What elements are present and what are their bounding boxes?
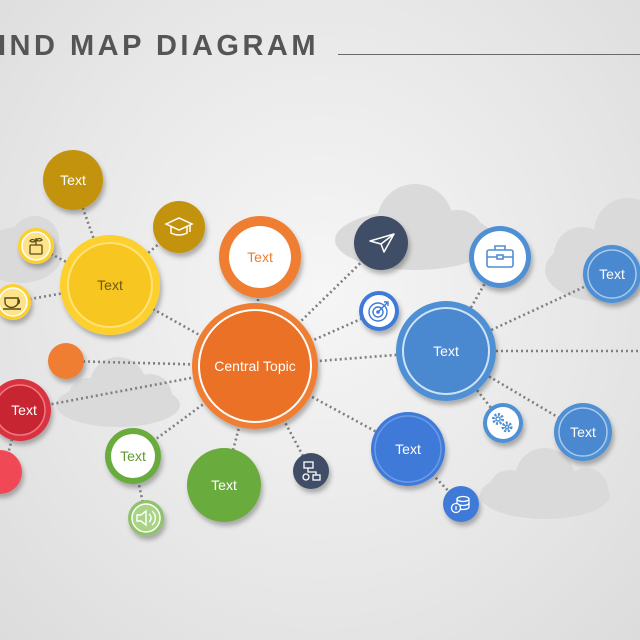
node-label: Text xyxy=(11,402,37,418)
node-label: Text xyxy=(395,441,421,457)
node-orange-ring[interactable]: Text xyxy=(219,216,301,298)
speaker-icon[interactable] xyxy=(128,500,164,536)
node-orange-dot[interactable] xyxy=(48,343,84,379)
cloud-mid-left xyxy=(56,357,180,427)
node-label: Text xyxy=(247,249,273,265)
node-green-ring[interactable]: Text xyxy=(105,428,161,484)
coffee-cup-icon[interactable] xyxy=(0,284,31,320)
node-red-left[interactable]: Text xyxy=(0,379,51,441)
node-gold-top[interactable]: Text xyxy=(43,150,103,210)
node-blue-solid[interactable]: Text xyxy=(371,412,445,486)
node-label: Text xyxy=(570,424,596,440)
node-label: Text xyxy=(211,477,237,493)
graduation-cap-icon[interactable] xyxy=(153,201,205,253)
central-topic[interactable]: Central Topic xyxy=(192,303,318,429)
node-green-solid[interactable]: Text xyxy=(187,448,261,522)
cloud-bottom-right xyxy=(480,448,610,519)
target-icon[interactable] xyxy=(359,291,399,331)
node-label: Text xyxy=(120,448,146,464)
node-label: Text xyxy=(60,172,86,188)
plant-pot-icon[interactable] xyxy=(18,228,54,264)
node-label: Text xyxy=(599,266,625,282)
paper-plane-icon[interactable] xyxy=(354,216,408,270)
central-topic-label: Central Topic xyxy=(214,358,295,374)
node-label: Text xyxy=(433,343,459,359)
node-blue-right-bottom[interactable]: Text xyxy=(554,403,612,461)
flowchart-icon[interactable] xyxy=(293,453,329,489)
node-yellow-big[interactable]: Text xyxy=(60,235,160,335)
node-blue-right-top[interactable]: Text xyxy=(583,245,640,303)
node-red-partial[interactable] xyxy=(0,450,22,494)
briefcase-icon[interactable] xyxy=(469,226,531,288)
node-label: Text xyxy=(97,277,123,293)
gears-icon[interactable] xyxy=(483,403,523,443)
title-divider xyxy=(338,54,640,55)
page-title: IND MAP DIAGRAM xyxy=(0,30,320,62)
coins-icon[interactable] xyxy=(443,486,479,522)
node-blue-main[interactable]: Text xyxy=(396,301,496,401)
